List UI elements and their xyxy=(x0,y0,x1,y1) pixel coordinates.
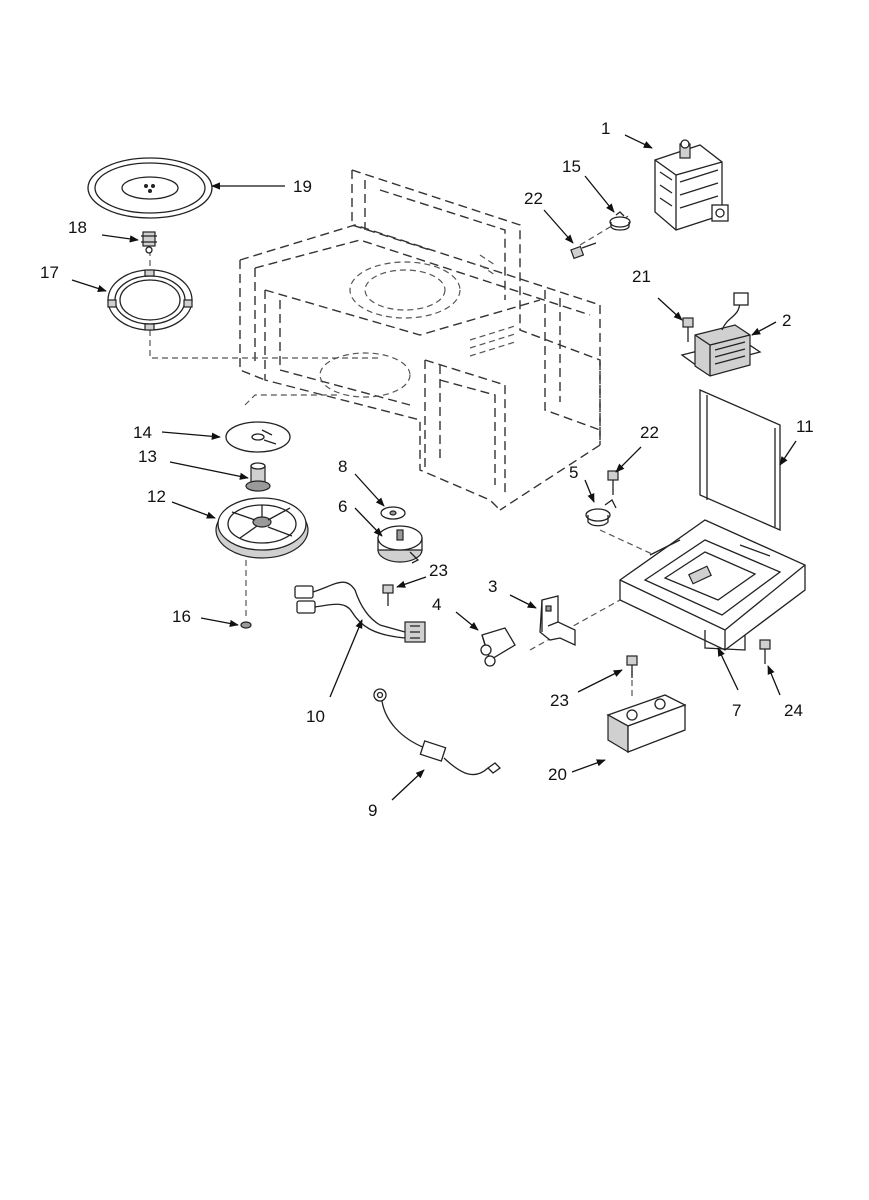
callout-23-motor: 23 xyxy=(429,561,448,580)
callout-19: 19 xyxy=(293,177,312,196)
callout-8: 8 xyxy=(338,457,347,476)
callout-22-lower: 22 xyxy=(640,423,659,442)
stirrer-disk xyxy=(225,421,291,453)
motor-screw xyxy=(382,584,394,606)
diode-screw xyxy=(626,655,638,678)
fan-hub xyxy=(245,462,271,492)
magnetron-screw xyxy=(570,242,597,260)
callout-2: 2 xyxy=(782,311,791,330)
hv-capacitor xyxy=(480,627,516,667)
callout-12: 12 xyxy=(147,487,166,506)
fan-screw xyxy=(240,621,252,629)
callout-14: 14 xyxy=(133,423,152,442)
thermostat-screw xyxy=(607,470,619,495)
callout-23-diode: 23 xyxy=(550,691,569,710)
thermal-fuse-wire xyxy=(373,688,502,776)
wire-harness xyxy=(294,581,426,643)
washer xyxy=(380,506,406,520)
thermostat xyxy=(585,499,617,527)
callout-1: 1 xyxy=(601,119,610,138)
callout-18: 18 xyxy=(68,218,87,237)
callout-21: 21 xyxy=(632,267,651,286)
bracket-line xyxy=(529,599,621,651)
cooling-fan xyxy=(215,497,309,559)
transformer-screw xyxy=(682,317,694,342)
callout-11: 11 xyxy=(796,417,814,436)
callout-10: 10 xyxy=(306,707,325,726)
callout-5: 5 xyxy=(569,463,578,482)
callout-16: 16 xyxy=(172,607,191,626)
shield-plate xyxy=(699,389,781,531)
base-screw xyxy=(759,639,771,664)
callout-7: 7 xyxy=(732,701,741,720)
roller-ring xyxy=(107,269,193,331)
callout-6: 6 xyxy=(338,497,347,516)
callout-15: 15 xyxy=(562,157,581,176)
glass-tray xyxy=(87,157,213,219)
capacitor-bracket xyxy=(539,595,576,647)
callout-labels: 1 2 3 4 5 6 7 8 9 10 11 12 13 14 15 16 1… xyxy=(40,119,814,820)
callout-17: 17 xyxy=(40,263,59,282)
leader-lines xyxy=(71,134,797,801)
callout-3: 3 xyxy=(488,577,497,596)
callout-4: 4 xyxy=(432,595,441,614)
callout-24: 24 xyxy=(784,701,803,720)
hv-diode-block xyxy=(606,694,687,754)
hv-transformer xyxy=(680,292,762,377)
callout-20: 20 xyxy=(548,765,567,784)
motor-axis-line xyxy=(244,394,340,406)
turntable-coupler xyxy=(141,231,157,254)
cabinet-frame xyxy=(239,169,601,511)
base-plate xyxy=(619,519,806,651)
callout-13: 13 xyxy=(138,447,157,466)
thermal-cutout xyxy=(609,211,631,231)
stirrer-motor xyxy=(377,525,423,564)
callout-22-top: 22 xyxy=(524,189,543,208)
thermostat-line xyxy=(599,529,666,561)
magnetron xyxy=(654,139,729,231)
callout-9: 9 xyxy=(368,801,377,820)
